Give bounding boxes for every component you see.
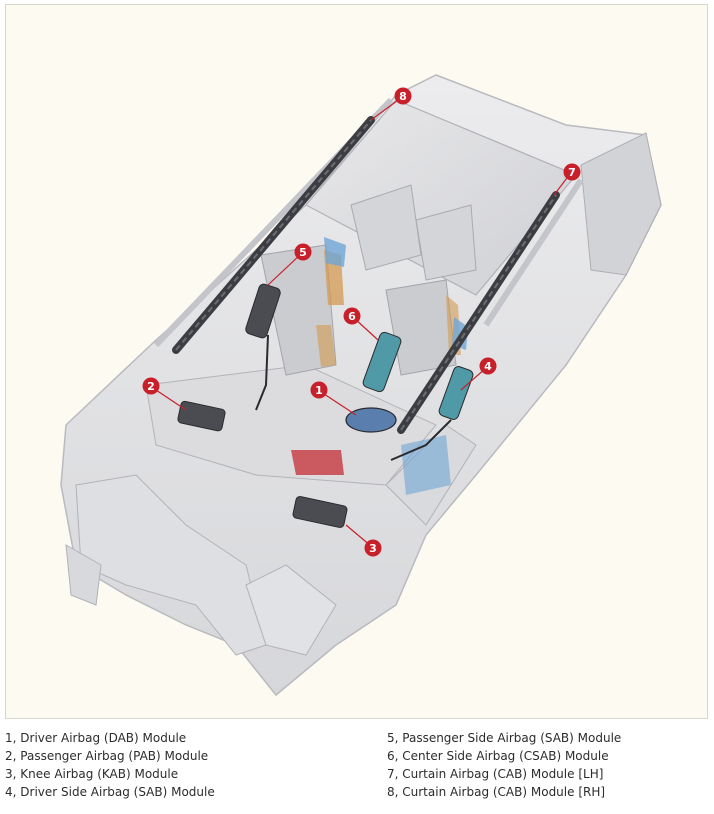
numbered-circle-icon: [364, 539, 382, 557]
legend-item-3: 3, Knee Airbag (KAB) Module: [5, 767, 179, 781]
knee-airbag: [292, 496, 348, 528]
legend-item-1: 1, Driver Airbag (DAB) Module: [5, 731, 187, 745]
passenger-side-airbag: [245, 283, 281, 339]
callout-6-number: 6: [348, 310, 356, 323]
passenger-airbag: [177, 400, 226, 432]
callout-8: 8: [394, 87, 412, 105]
callout-7: 7: [563, 163, 581, 181]
callout-3-number: 3: [369, 542, 377, 555]
numbered-circle-icon: [563, 163, 581, 181]
airbag-diagram: 1 2 3 4 5 6 7 8: [60, 74, 662, 697]
callout-5: 5: [294, 243, 312, 261]
center-side-airbag: [362, 331, 402, 393]
callout-4-number: 4: [484, 360, 492, 373]
car-body-shell: [60, 74, 662, 697]
legend-item-6: 6, Center Side Airbag (CSAB) Module: [387, 749, 609, 763]
airbag-diagram-frame: 1 2 3 4 5 6 7 8: [5, 4, 708, 719]
legend-column-left: 1, Driver Airbag (DAB) Module 2, Passeng…: [5, 729, 215, 801]
callout-2: 2: [142, 377, 160, 395]
callout-1-number: 1: [315, 384, 323, 397]
numbered-circle-icon: [310, 381, 328, 399]
legend-item-7: 7, Curtain Airbag (CAB) Module [LH]: [387, 767, 604, 781]
numbered-circle-icon: [343, 307, 361, 325]
numbered-circle-icon: [294, 243, 312, 261]
numbered-circle-icon: [394, 87, 412, 105]
callout-5-number: 5: [299, 246, 307, 259]
callout-7-number: 7: [568, 166, 576, 179]
legend: 1, Driver Airbag (DAB) Module 2, Passeng…: [5, 729, 708, 809]
legend-column-right: 5, Passenger Side Airbag (SAB) Module 6,…: [387, 729, 621, 801]
callout-4: 4: [479, 357, 497, 375]
airbag-modules: [172, 116, 560, 528]
numbered-circle-icon: [142, 377, 160, 395]
legend-item-8: 8, Curtain Airbag (CAB) Module [RH]: [387, 785, 606, 799]
legend-item-2: 2, Passenger Airbag (PAB) Module: [5, 749, 209, 763]
callout-6: 6: [343, 307, 361, 325]
numbered-circle-icon: [479, 357, 497, 375]
callout-8-number: 8: [399, 90, 407, 103]
driver-airbag: [345, 407, 397, 433]
callout-1: 1: [310, 381, 328, 399]
legend-item-5: 5, Passenger Side Airbag (SAB) Module: [387, 731, 622, 745]
callout-3: 3: [364, 539, 382, 557]
legend-item-4: 4, Driver Side Airbag (SAB) Module: [5, 785, 215, 799]
callout-2-number: 2: [147, 380, 155, 393]
driver-side-airbag: [438, 366, 474, 420]
